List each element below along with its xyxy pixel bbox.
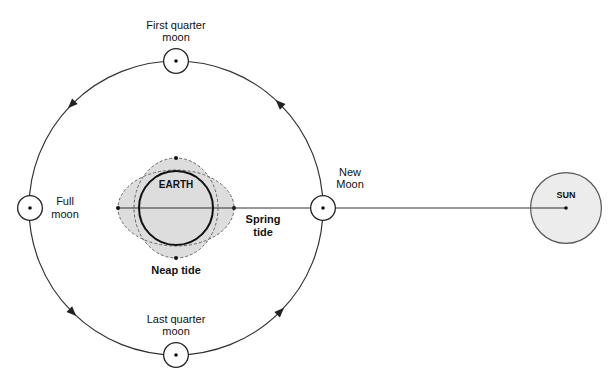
tide-label: Spring tide	[240, 213, 286, 238]
orbit-arrowhead	[274, 308, 284, 318]
alignment-line	[118, 207, 214, 208]
moon-circle	[163, 342, 189, 368]
sun-circle	[530, 172, 602, 244]
alignment-line	[336, 207, 530, 208]
moon-circle	[17, 195, 43, 221]
center-dot	[174, 59, 178, 63]
earth-circle	[139, 171, 213, 245]
body-node: Full moon	[17, 195, 43, 221]
moon-circle	[164, 49, 189, 74]
moon-circle	[310, 195, 336, 221]
body-node: EARTH	[138, 170, 214, 246]
moon-orbit	[29, 61, 323, 355]
moon-circle	[18, 196, 43, 221]
center-dot	[28, 206, 32, 210]
tide-label: Neap tide	[151, 264, 201, 277]
body-node: New Moon	[310, 195, 336, 221]
moon-circle	[311, 196, 336, 221]
body-label: Full moon	[48, 195, 82, 220]
body-label: SUN	[556, 190, 575, 200]
moon-circle	[164, 343, 189, 368]
body-label: EARTH	[159, 179, 193, 191]
body-label: Last quarter moon	[140, 313, 212, 338]
center-dot	[564, 206, 568, 210]
body-label: New Moon	[331, 166, 369, 191]
orbit-arrowhead	[276, 100, 286, 110]
center-dot	[174, 353, 178, 357]
body-label: First quarter moon	[140, 19, 212, 44]
center-dot	[321, 206, 325, 210]
body-node: First quarter moon	[163, 48, 189, 74]
body-node: SUN	[530, 172, 602, 244]
orbit-arrowhead	[67, 306, 77, 316]
alignment-line	[531, 207, 566, 208]
bulge-dot	[116, 206, 120, 210]
moon-circle	[163, 48, 189, 74]
alignment-line	[214, 207, 310, 208]
sun-circle	[531, 173, 602, 244]
orbit-arrowhead	[68, 99, 78, 109]
body-node: Last quarter moon	[163, 342, 189, 368]
bulge-dot	[174, 156, 178, 160]
bulge-dot	[174, 256, 178, 260]
